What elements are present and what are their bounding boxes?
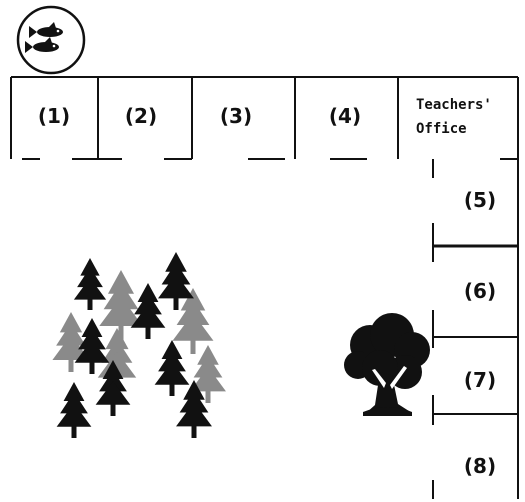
pine-tree-icon [95,360,131,416]
teachers-office-label: Teachers' [416,97,492,113]
top-building [10,76,519,499]
fish-icon [16,5,86,75]
oak-tree-branches [372,366,407,389]
oak-tree-icon [344,313,430,416]
pine-tree-icon [158,252,194,310]
pine-tree-icon [130,283,166,339]
room-7-label: (7) [464,368,496,392]
pine-tree-icon [190,345,226,403]
pine-tree-icon [56,382,92,438]
pine-tree-icon [52,312,90,372]
pine-forest [52,252,226,438]
teachers-office-label-2: Office [416,121,467,137]
room-3-label: (3) [220,104,252,128]
room-5-label: (5) [464,188,496,212]
pine-tree-icon [99,270,143,340]
room-6-label: (6) [464,279,496,303]
pine-tree-icon [74,318,110,374]
room-4-label: (4) [329,104,361,128]
room-8-label: (8) [464,454,496,478]
right-building [432,159,518,499]
pine-tree-icon [172,288,214,354]
pine-tree-icon [176,380,212,438]
pine-tree-icon [73,258,107,310]
room-1-label: (1) [38,104,70,128]
pine-tree-icon [154,340,190,396]
room-2-label: (2) [125,104,157,128]
